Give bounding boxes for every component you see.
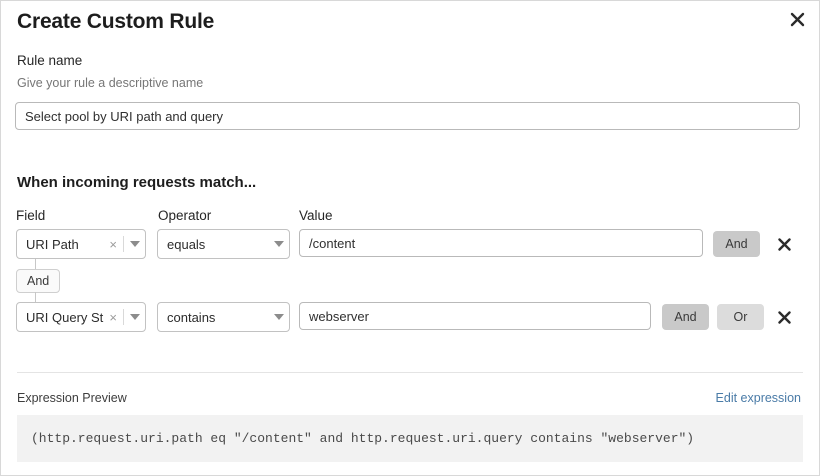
or-button[interactable]: Or: [717, 304, 764, 330]
operator-select[interactable]: equals: [157, 229, 290, 259]
field-select[interactable]: URI Path ×: [16, 229, 146, 259]
operator-select-value: contains: [167, 309, 216, 325]
column-header-operator: Operator: [158, 208, 212, 223]
close-icon: [790, 12, 804, 26]
field-select[interactable]: URI Query St... ×: [16, 302, 146, 332]
select-divider: [123, 309, 124, 325]
expression-preview-label: Expression Preview: [17, 391, 127, 405]
operator-select[interactable]: contains: [157, 302, 290, 332]
remove-condition-button[interactable]: [773, 306, 795, 328]
expression-code: (http.request.uri.path eq "/content" and…: [31, 431, 695, 446]
conditions-heading: When incoming requests match...: [17, 174, 257, 191]
chevron-down-icon[interactable]: [269, 241, 289, 247]
chevron-down-icon[interactable]: [269, 314, 289, 320]
section-divider: [17, 372, 803, 373]
expression-preview-box: (http.request.uri.path eq "/content" and…: [17, 415, 803, 462]
clear-icon[interactable]: ×: [109, 236, 117, 252]
and-button[interactable]: And: [662, 304, 709, 330]
value-input[interactable]: [299, 229, 703, 257]
field-select-value: URI Path: [26, 236, 79, 252]
group-operator-badge[interactable]: And: [16, 269, 61, 293]
rule-name-label: Rule name: [17, 53, 83, 68]
remove-icon: [777, 237, 791, 251]
group-connector-line-bottom: [35, 292, 36, 303]
field-select-value: URI Query St...: [26, 309, 104, 325]
chevron-down-icon[interactable]: [125, 241, 145, 247]
operator-select-value: equals: [167, 236, 206, 252]
close-button[interactable]: [784, 6, 810, 32]
rule-name-input[interactable]: [15, 102, 800, 130]
remove-icon: [777, 310, 791, 324]
select-divider: [123, 236, 124, 252]
and-button[interactable]: And: [713, 231, 760, 257]
column-header-value: Value: [299, 208, 333, 223]
page-title: Create Custom Rule: [17, 10, 215, 33]
chevron-down-icon[interactable]: [125, 314, 145, 320]
column-header-field: Field: [16, 208, 46, 223]
edit-expression-link[interactable]: Edit expression: [715, 391, 801, 405]
group-connector-line-top: [35, 259, 36, 270]
rule-name-help-text: Give your rule a descriptive name: [17, 76, 204, 90]
remove-condition-button[interactable]: [773, 233, 795, 255]
value-input[interactable]: [299, 302, 651, 330]
clear-icon[interactable]: ×: [109, 309, 117, 325]
